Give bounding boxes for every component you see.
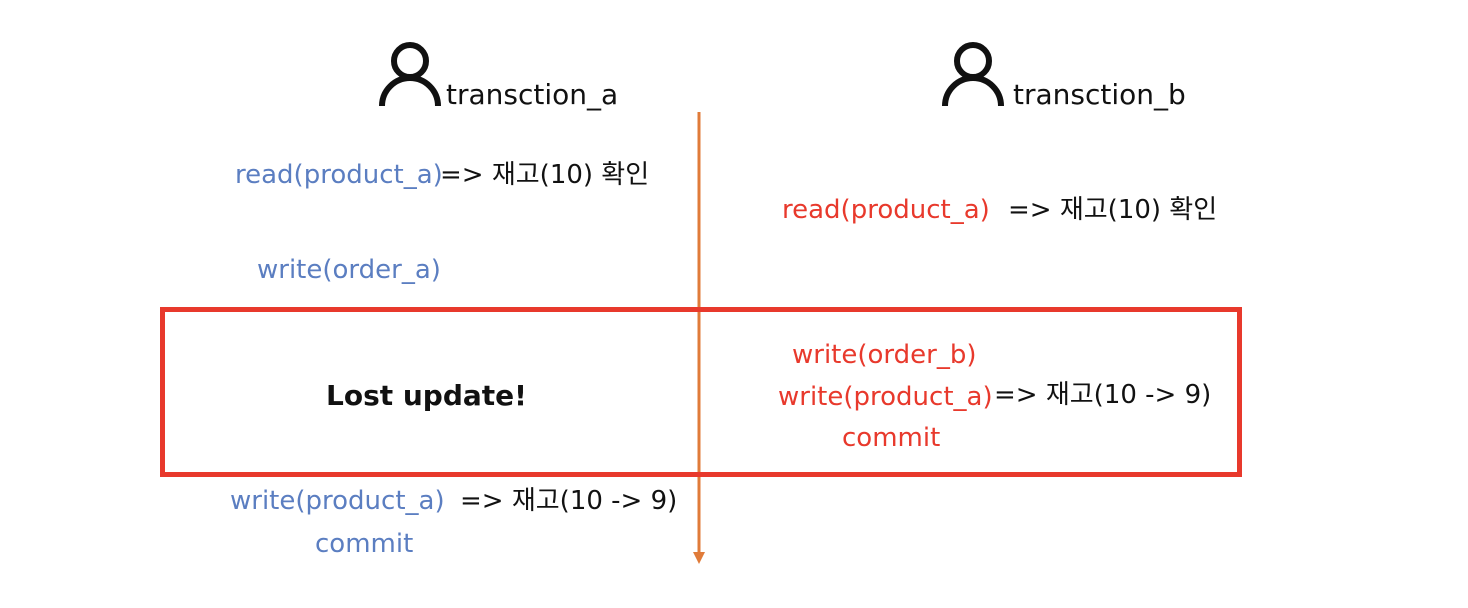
a-write-product-op: write(product_a) bbox=[230, 486, 445, 516]
b-write-order-op: write(order_b) bbox=[792, 340, 977, 370]
a-commit-op: commit bbox=[315, 529, 414, 559]
b-write-product-note: => 재고(10 -> 9) bbox=[994, 380, 1212, 410]
transaction-a-label: transction_a bbox=[446, 78, 619, 111]
lost-update-label: Lost update! bbox=[326, 379, 527, 412]
b-read-note: => 재고(10) 확인 bbox=[1008, 195, 1218, 225]
lost-update-box bbox=[160, 307, 1242, 477]
a-read-note: => 재고(10) 확인 bbox=[440, 160, 650, 190]
b-read-op: read(product_a) bbox=[782, 195, 990, 225]
a-write-product-note: => 재고(10 -> 9) bbox=[460, 486, 678, 516]
transaction-b-label: transction_b bbox=[1013, 78, 1186, 111]
b-write-product-op: write(product_a) bbox=[778, 382, 993, 412]
a-write-order-op: write(order_a) bbox=[257, 255, 441, 285]
b-commit-op: commit bbox=[842, 423, 941, 453]
person-icon bbox=[379, 42, 441, 107]
timeline-arrow bbox=[693, 112, 705, 564]
a-read-op: read(product_a) bbox=[235, 160, 443, 190]
person-icon bbox=[942, 42, 1004, 107]
